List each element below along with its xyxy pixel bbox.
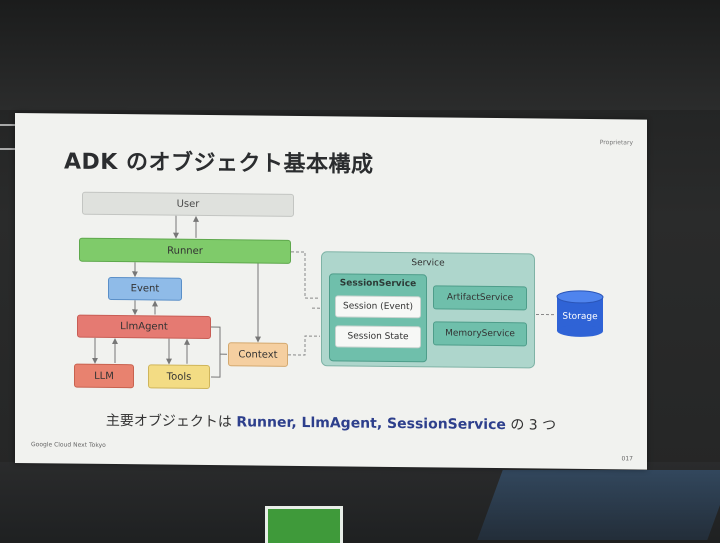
presentation-slide: Proprietary ADK のオブジェクト基本構成: [15, 113, 647, 470]
context-node: Context: [228, 342, 288, 367]
green-stage-object: [265, 506, 343, 543]
room-background-top: [0, 0, 720, 110]
caption-suffix: の 3 つ: [506, 417, 556, 434]
footer-event-name: Google Cloud Next Tokyo: [31, 441, 106, 449]
storage-label: Storage: [555, 312, 605, 323]
caption-prefix: 主要オブジェクトは: [106, 413, 236, 430]
memory-service-node: MemoryService: [433, 321, 527, 346]
artifact-service-node: ArtifactService: [433, 285, 527, 310]
user-node: User: [82, 192, 294, 217]
page-number: 017: [622, 455, 633, 462]
session-state-node: Session State: [335, 325, 421, 348]
event-node: Event: [108, 277, 182, 301]
session-event-node: Session (Event): [335, 295, 421, 318]
tools-node: Tools: [148, 364, 210, 389]
llm-node: LLM: [74, 364, 134, 389]
caption-highlight: Runner, LlmAgent, SessionService: [236, 414, 506, 433]
runner-node: Runner: [79, 238, 291, 264]
session-service-label: SessionService: [329, 278, 427, 289]
screen-glow: [477, 470, 720, 540]
llmagent-node: LlmAgent: [77, 315, 211, 339]
